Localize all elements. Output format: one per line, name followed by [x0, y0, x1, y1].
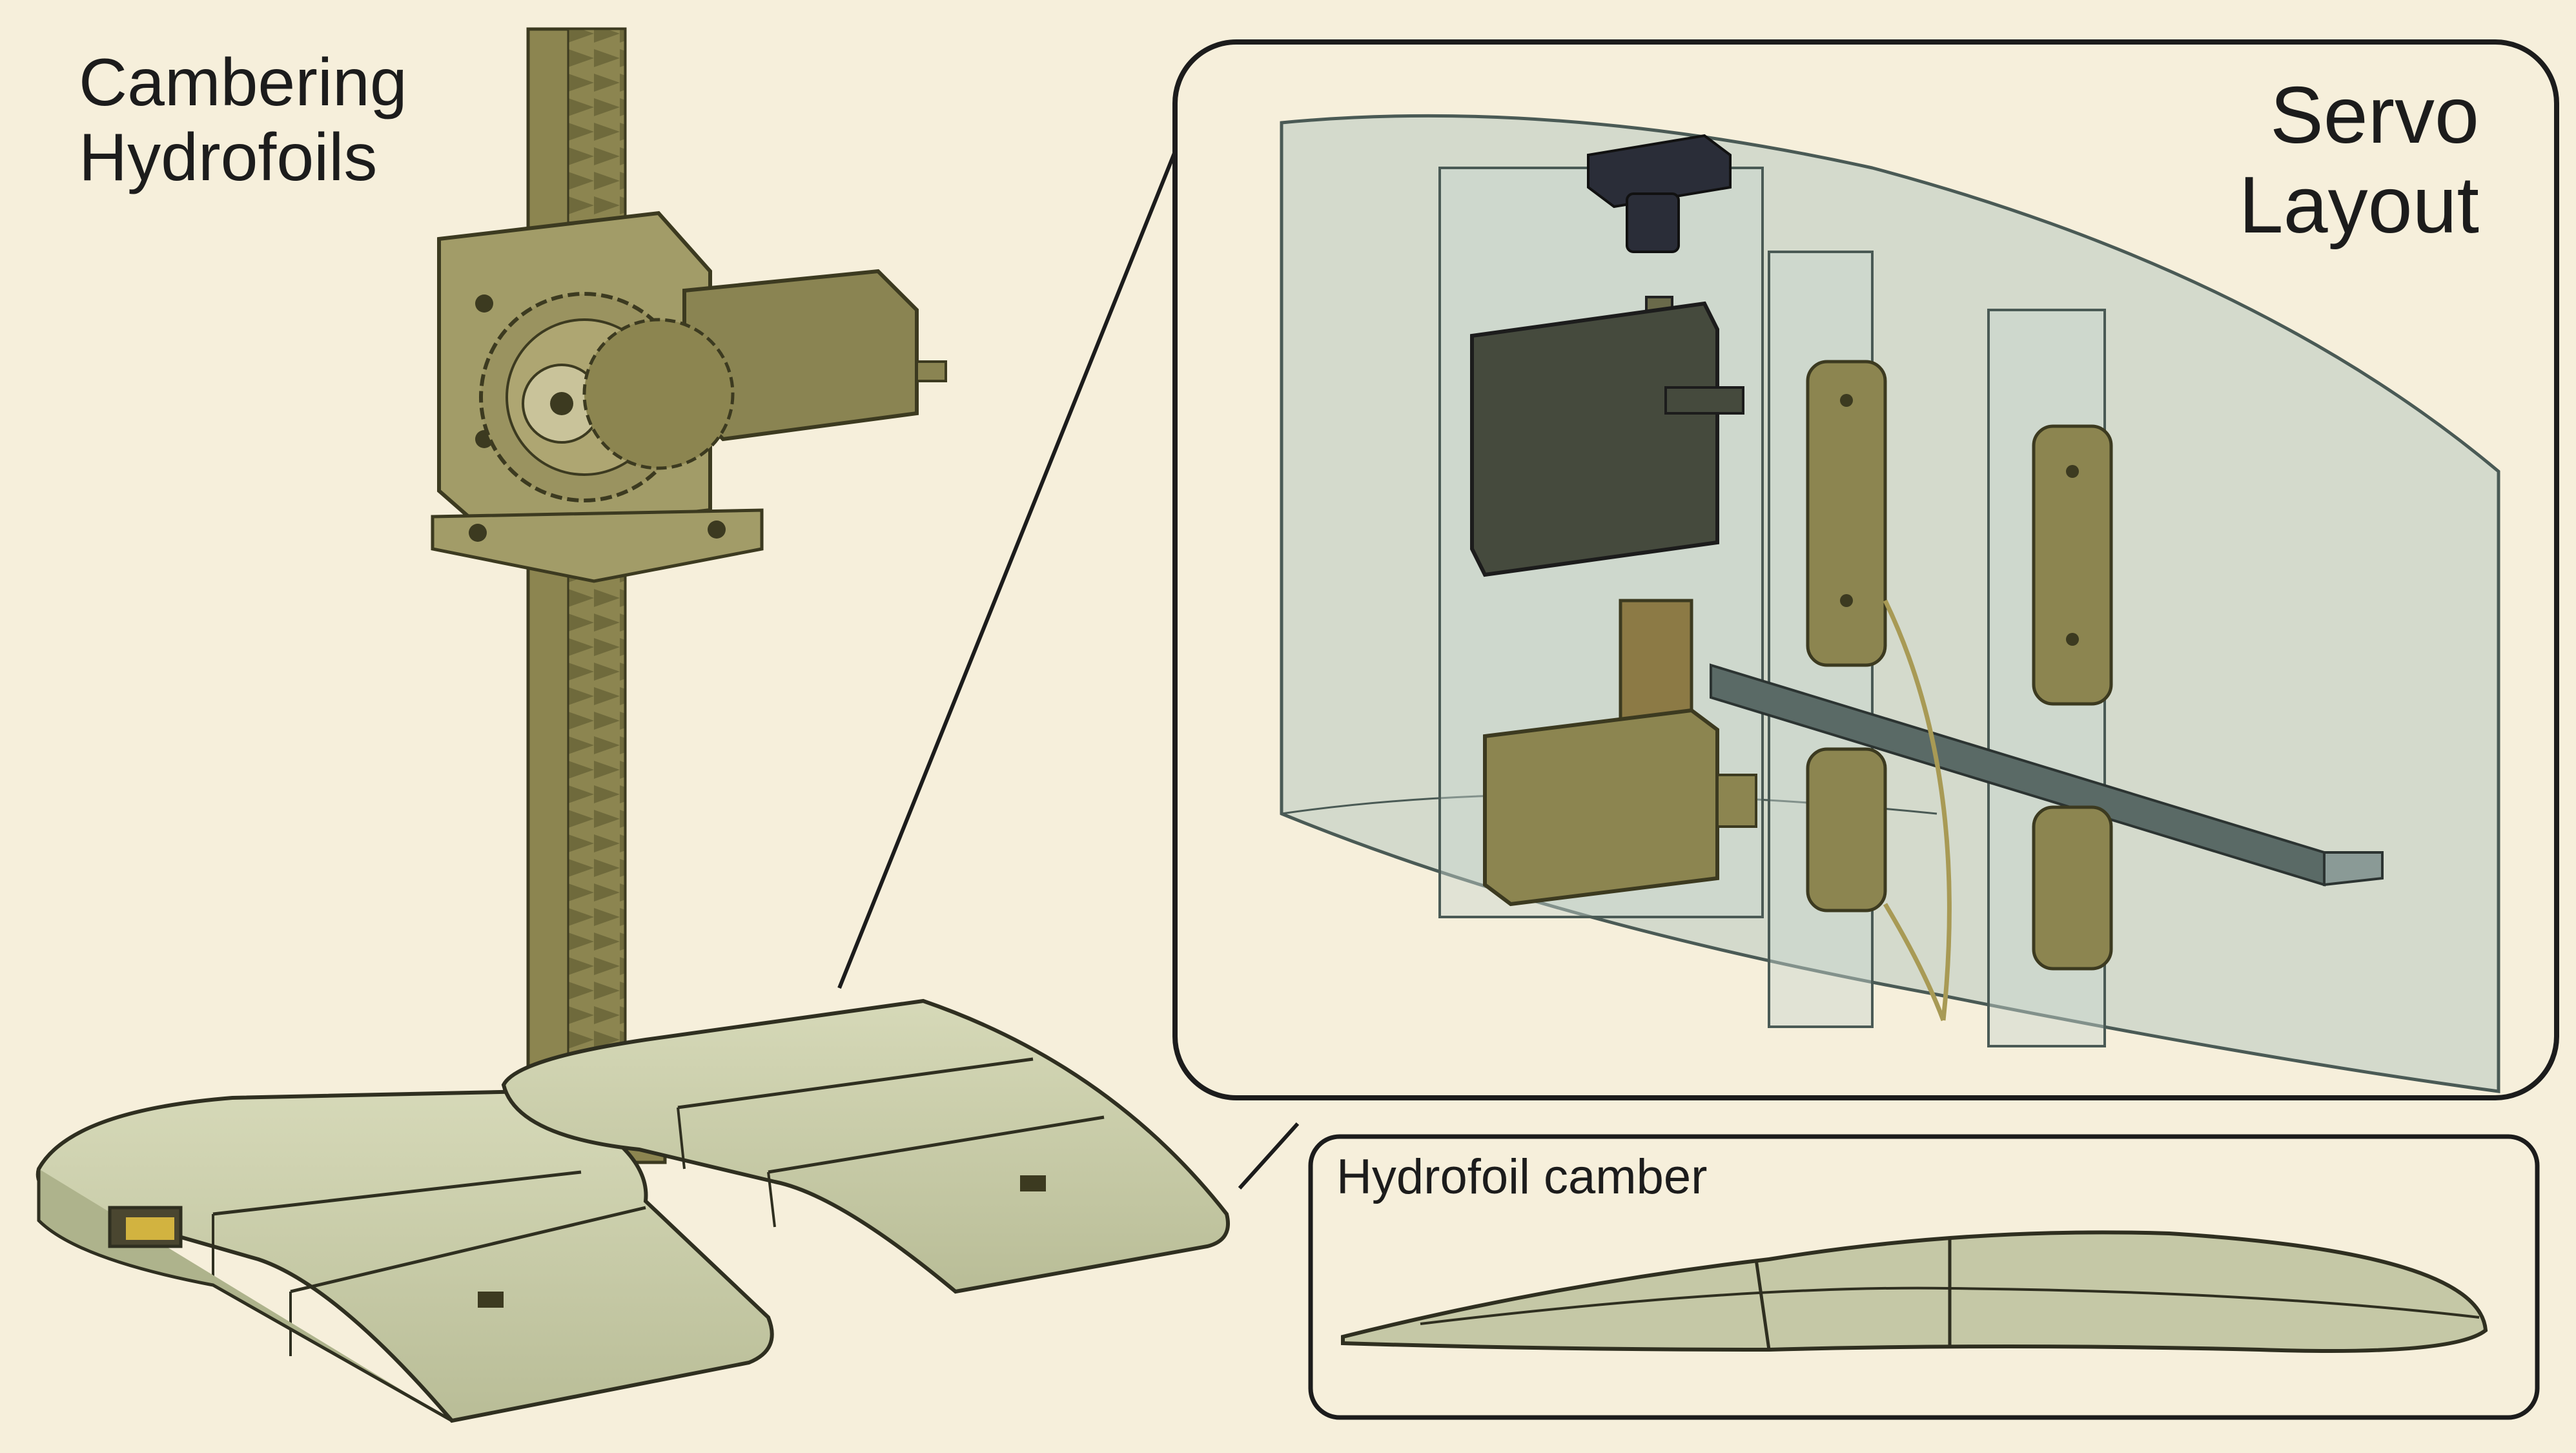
hinge-blocks — [1806, 360, 2113, 971]
leader-line-camber — [1238, 1122, 1300, 1190]
servo-layout-inset — [1172, 39, 2559, 1100]
servo-layout-title: Servo Layout — [2238, 71, 2479, 250]
hydrofoil-left — [36, 1089, 774, 1423]
servo-horn-icon — [1587, 134, 1732, 253]
cambered-foil-profile — [1341, 1230, 2488, 1353]
lower-actuator — [1483, 708, 1757, 907]
secondary-gear — [582, 318, 735, 470]
leader-line-servo — [837, 102, 1196, 989]
hydrofoil-right — [501, 998, 1230, 1294]
hydrofoil-camber-label: Hydrofoil camber — [1336, 1149, 1708, 1204]
rack-and-pinion-mechanism — [431, 27, 947, 1164]
main-title: Cambering Hydrofoils — [79, 45, 407, 196]
camber-inset — [1308, 1134, 2540, 1420]
servo-wire — [1883, 599, 1952, 1021]
control-rod — [1710, 663, 2384, 887]
mounting-bracket — [431, 508, 764, 583]
servo-motor-icon — [1470, 296, 1744, 577]
